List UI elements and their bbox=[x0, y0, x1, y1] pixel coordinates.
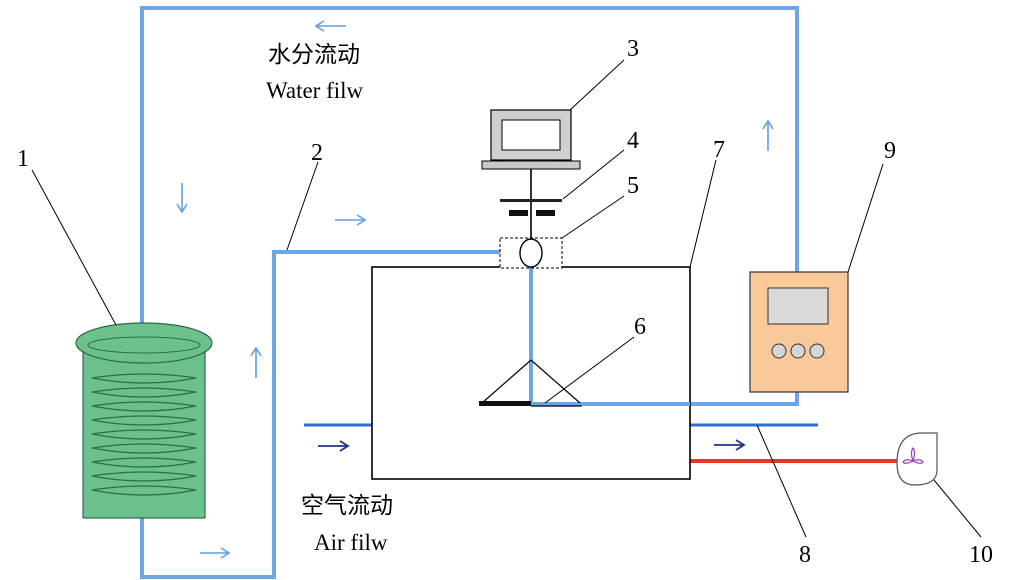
label-10: 10 bbox=[969, 542, 993, 568]
arrow-right-icon bbox=[200, 547, 231, 559]
arrow-down-icon bbox=[176, 183, 188, 214]
blower-fan-icon bbox=[896, 432, 938, 486]
label-3: 3 bbox=[627, 36, 639, 62]
water-flow-label-en: Water filw bbox=[266, 78, 364, 103]
label-6: 6 bbox=[634, 314, 646, 340]
label-4: 4 bbox=[627, 128, 639, 154]
label-5: 5 bbox=[627, 173, 639, 199]
label-1: 1 bbox=[17, 146, 29, 172]
controller-box bbox=[749, 271, 849, 393]
label-8: 8 bbox=[799, 542, 811, 568]
arrow-right-icon bbox=[318, 440, 350, 452]
arrow-up-icon bbox=[762, 119, 774, 151]
sample-holder bbox=[479, 359, 582, 407]
controller-button bbox=[809, 343, 825, 359]
label-9: 9 bbox=[884, 138, 896, 164]
leader-lines bbox=[31, 59, 982, 538]
clamp-plates bbox=[500, 199, 562, 216]
arrow-right-icon bbox=[714, 439, 746, 451]
air-flow-arrows bbox=[318, 439, 746, 452]
air-flow-label-en: Air filw bbox=[314, 530, 388, 555]
controller-button bbox=[790, 343, 806, 359]
arrow-right-icon bbox=[335, 214, 367, 226]
coil-tank bbox=[75, 322, 213, 519]
arrow-left-icon bbox=[314, 20, 346, 32]
label-7: 7 bbox=[713, 137, 725, 163]
water-loop-outer bbox=[140, 6, 799, 330]
water-flow-label-cn: 水分流动 bbox=[268, 42, 360, 68]
air-flow-label-cn: 空气流动 bbox=[301, 493, 393, 519]
controller-button bbox=[771, 343, 787, 359]
computer-icon bbox=[481, 109, 581, 170]
arrow-up-icon bbox=[250, 346, 262, 378]
label-2: 2 bbox=[311, 140, 323, 166]
sensor-valve bbox=[499, 237, 563, 269]
